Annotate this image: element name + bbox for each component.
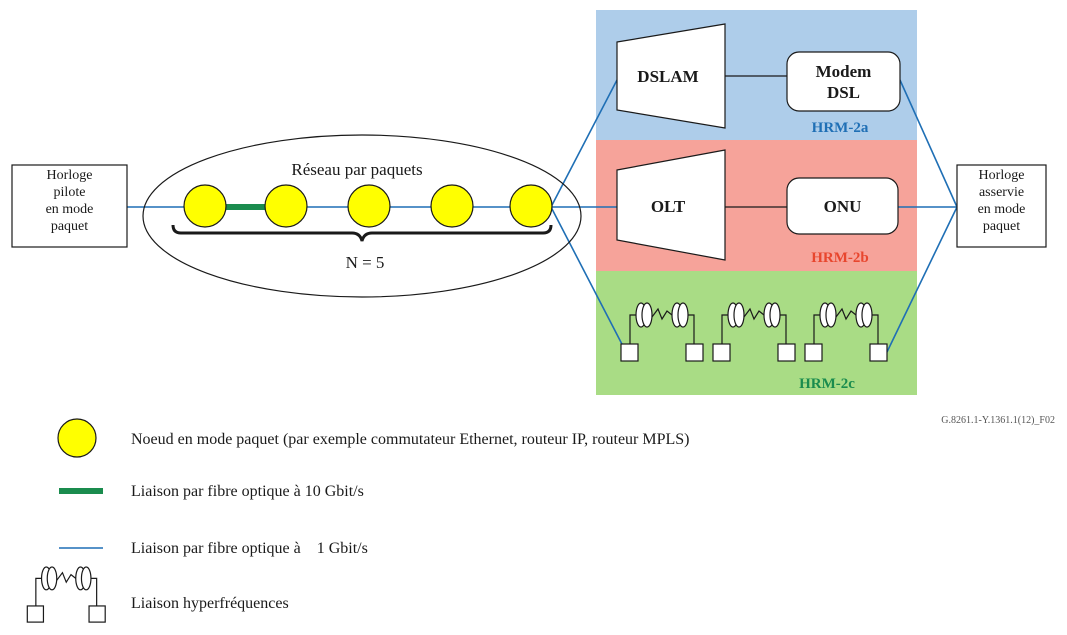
figure-id: G.8261.1-Y.1361.1(12)_F02	[941, 415, 1055, 426]
legend-item-label: Liaison hyperfréquences	[131, 595, 289, 612]
slave-clock-line4: paquet	[983, 219, 1020, 234]
packet-node	[264, 184, 308, 228]
slave-clock-box: Horloge asservie en mode paquet	[956, 164, 1047, 248]
source-clock-line2: pilote	[54, 185, 86, 200]
source-clock-box: Horloge pilote en mode paquet	[11, 164, 128, 248]
packet-network-ellipse	[142, 134, 582, 298]
modem-dsl-line1: Modem	[816, 62, 872, 81]
packet-node	[509, 184, 553, 228]
hrm-2c-label: HRM-2c	[799, 376, 855, 392]
microwave-link	[620, 302, 704, 362]
packet-node	[347, 184, 391, 228]
legend-item-label: Liaison par fibre optique à 10 Gbit/s	[131, 483, 364, 500]
hrm-2c-panel	[596, 271, 917, 395]
source-clock-line4: paquet	[51, 219, 88, 234]
packet-nodes	[183, 184, 553, 228]
slave-clock-line2: asservie	[979, 185, 1024, 200]
modem-dsl-node	[786, 51, 901, 112]
dslam-label: DSLAM	[637, 67, 698, 86]
onu-node	[786, 177, 899, 235]
packet-network-title: Réseau par paquets	[291, 160, 422, 179]
source-clock-line3: en mode	[46, 202, 94, 217]
microwave-link-icon	[26, 566, 106, 623]
hrm-2a-label: HRM-2a	[812, 120, 869, 136]
packet-node	[430, 184, 474, 228]
microwave-link	[804, 302, 888, 362]
legend: Noeud en mode paquet (par exemple commut…	[26, 418, 690, 623]
microwave-hops	[620, 302, 888, 362]
node-count-brace	[171, 224, 553, 242]
olt-node	[616, 149, 726, 261]
hrm-2b-label: HRM-2b	[811, 250, 869, 266]
olt-label: OLT	[651, 197, 686, 216]
modem-dsl-line2: DSL	[827, 83, 860, 102]
microwave-link	[712, 302, 796, 362]
legend-item-label: Liaison par fibre optique à 1 Gbit/s	[131, 540, 368, 557]
slave-clock-line1: Horloge	[979, 168, 1025, 183]
yellow-circle-icon	[57, 418, 97, 458]
dslam-node	[616, 23, 726, 129]
source-clock-line1: Horloge	[47, 168, 93, 183]
fiber-links-1g	[127, 79, 958, 353]
legend-item-label: Noeud en mode paquet (par exemple commut…	[131, 431, 690, 448]
node-count-label: N = 5	[346, 253, 385, 272]
slave-clock-line3: en mode	[978, 202, 1026, 217]
microwave-link	[26, 566, 106, 623]
onu-label: ONU	[824, 197, 862, 216]
packet-node	[183, 184, 227, 228]
